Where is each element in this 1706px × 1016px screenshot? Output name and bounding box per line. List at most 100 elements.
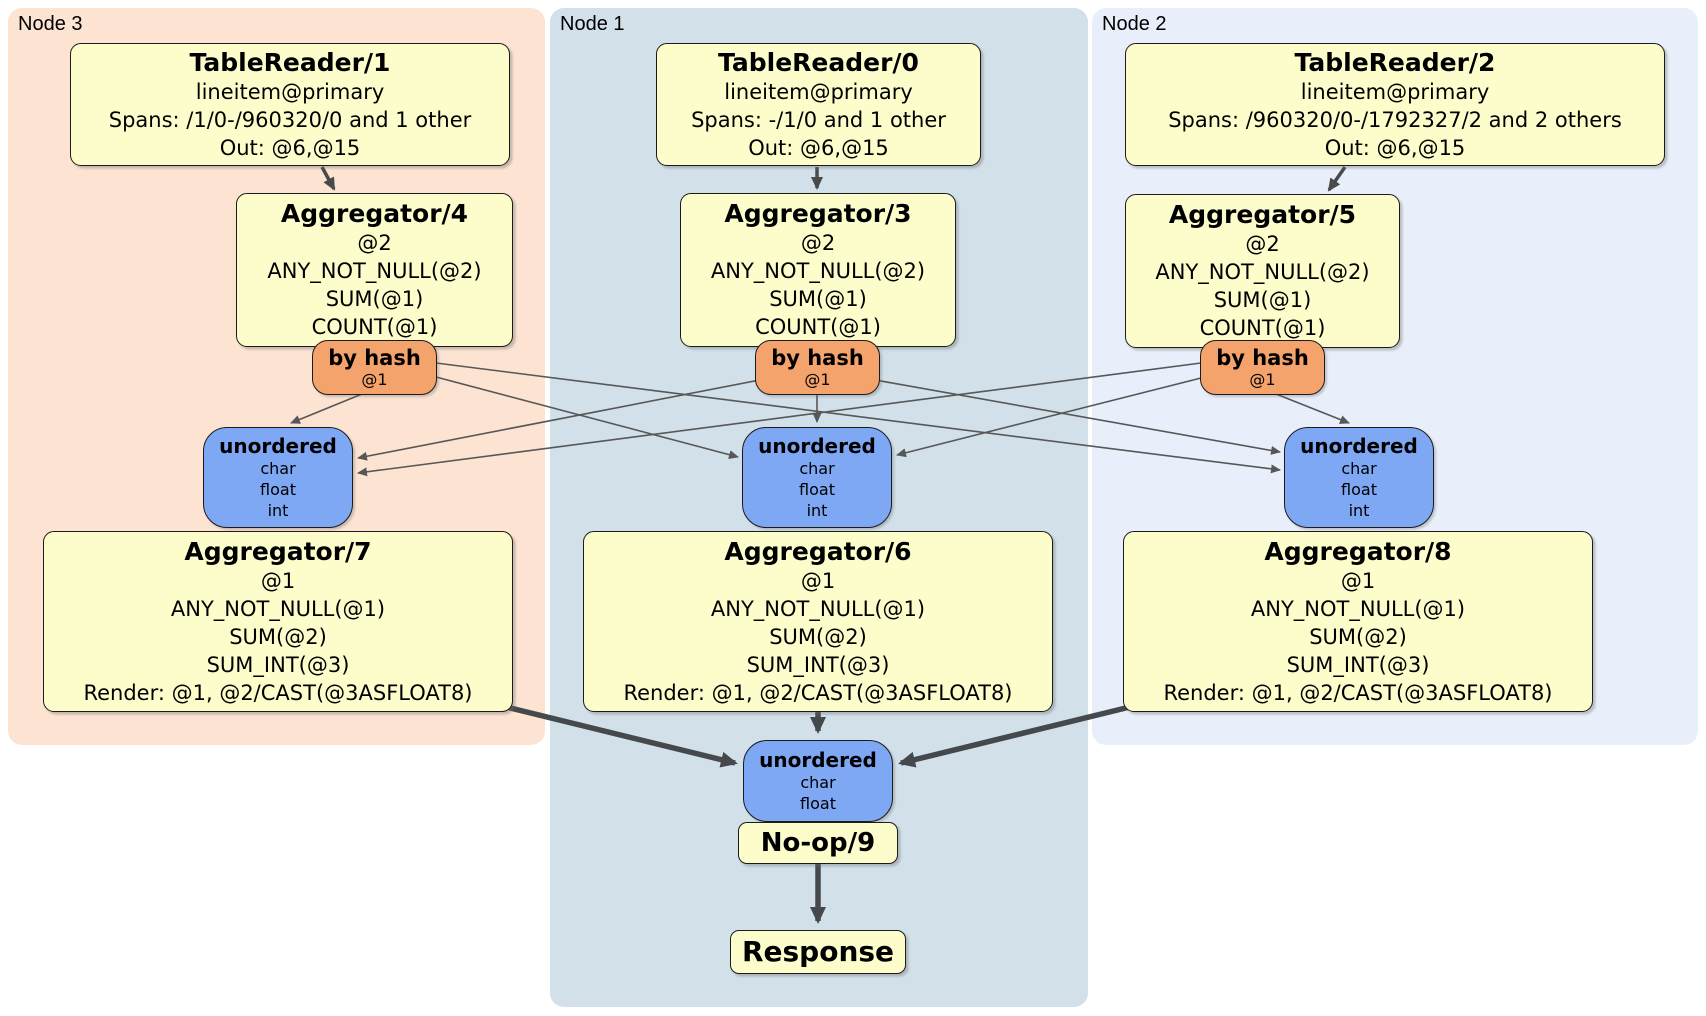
router-line: @1: [804, 370, 831, 389]
unordered-sync-node2: unordered char float int: [1284, 427, 1434, 528]
router-line: @1: [1249, 370, 1276, 389]
box-line: ANY_NOT_NULL(@2): [1155, 260, 1370, 284]
edge-hash2-sync3: [357, 362, 1202, 477]
sync-title: unordered: [219, 434, 337, 458]
edge-tr2-agg5: [1327, 166, 1347, 192]
sync-line: char: [260, 459, 296, 478]
edge-hash2-sync1: [896, 377, 1202, 458]
aggregator-5-box: Aggregator/5 @2 ANY_NOT_NULL(@2) SUM(@1)…: [1125, 194, 1400, 348]
box-line: COUNT(@1): [1199, 316, 1326, 340]
edge-hash2-sync2: [1275, 393, 1350, 424]
sync-line: float: [260, 480, 296, 499]
panel-node1-label: Node 1: [560, 13, 625, 35]
aggregator-8-box: Aggregator/8 @1 ANY_NOT_NULL(@1) SUM(@2)…: [1123, 531, 1593, 712]
box-line: Spans: /1/0-/960320/0 and 1 other: [108, 107, 472, 132]
box-line: Render: @1, @2/CAST(@3ASFLOAT8): [1163, 680, 1553, 705]
hash-router-node1: by hash @1: [755, 340, 880, 395]
box-line: SUM_INT(@3): [1286, 652, 1430, 677]
aggregator-6-box: Aggregator/6 @1 ANY_NOT_NULL(@1) SUM(@2)…: [583, 531, 1053, 712]
box-line: @1: [1340, 568, 1376, 593]
box-line: SUM(@2): [769, 624, 867, 649]
box-title: Aggregator/8: [1264, 536, 1452, 566]
box-line: @2: [1245, 232, 1280, 256]
aggregator-7-box: Aggregator/7 @1 ANY_NOT_NULL(@1) SUM(@2)…: [43, 531, 513, 712]
box-title: Aggregator/6: [724, 536, 912, 566]
box-title: Aggregator/3: [724, 199, 912, 228]
box-line: @2: [357, 231, 392, 255]
box-line: ANY_NOT_NULL(@2): [710, 259, 926, 283]
box-line: lineitem@primary: [195, 79, 385, 104]
box-line: Render: @1, @2/CAST(@3ASFLOAT8): [83, 680, 473, 705]
response-box: Response: [730, 930, 906, 974]
box-line: SUM(@2): [229, 624, 327, 649]
box-line: SUM(@2): [1309, 624, 1407, 649]
box-title: No-op/9: [760, 828, 876, 858]
unordered-sync-node3: unordered char float int: [203, 427, 353, 528]
panel-node3-label: Node 3: [18, 13, 83, 35]
sync-line: int: [1348, 501, 1370, 520]
box-title: Aggregator/7: [184, 536, 372, 566]
sync-line: float: [799, 480, 835, 499]
sync-line: float: [800, 794, 836, 813]
edge-hash3-sync1: [435, 376, 739, 460]
box-line: Out: @6,@15: [748, 135, 889, 160]
box-line: SUM(@1): [325, 287, 424, 311]
hash-router-node2: by hash @1: [1200, 340, 1325, 395]
box-title: TableReader/1: [189, 47, 391, 77]
edge-hash3-sync2: [435, 362, 1281, 474]
box-title: TableReader/0: [718, 47, 919, 77]
box-line: lineitem@primary: [1300, 79, 1490, 104]
panel-node2-label: Node 2: [1102, 13, 1167, 35]
box-title: Aggregator/5: [1168, 200, 1357, 229]
unordered-sync-output: unordered char float: [743, 740, 893, 822]
box-line: Out: @6,@15: [1324, 135, 1466, 160]
box-line: SUM_INT(@3): [206, 652, 350, 677]
aggregator-4-box: Aggregator/4 @2 ANY_NOT_NULL(@2) SUM(@1)…: [236, 193, 513, 347]
sync-title: unordered: [759, 748, 877, 772]
box-line: Spans: -/1/0 and 1 other: [691, 107, 946, 132]
box-line: ANY_NOT_NULL(@1): [170, 596, 386, 621]
edge-agg8-outsync: [898, 702, 1139, 768]
box-title: TableReader/2: [1294, 47, 1496, 77]
box-line: @2: [800, 231, 836, 255]
box-line: lineitem@primary: [724, 79, 913, 104]
noop-box: No-op/9: [738, 822, 898, 864]
hash-router-node3: by hash @1: [312, 340, 437, 395]
box-line: Render: @1, @2/CAST(@3ASFLOAT8): [623, 680, 1013, 705]
router-title: by hash: [771, 346, 864, 370]
sync-title: unordered: [1300, 434, 1418, 458]
box-line: SUM_INT(@3): [746, 652, 890, 677]
box-line: ANY_NOT_NULL(@1): [1250, 596, 1466, 621]
edge-hash3-sync3: [290, 393, 363, 424]
box-line: SUM(@1): [769, 287, 867, 311]
box-line: COUNT(@1): [311, 315, 438, 339]
table-reader-0-box: TableReader/0 lineitem@primary Spans: -/…: [656, 43, 981, 166]
sync-title: unordered: [758, 434, 876, 458]
router-title: by hash: [328, 346, 421, 370]
edge-tr1-agg4: [320, 166, 336, 191]
box-line: @1: [260, 568, 296, 593]
sync-line: char: [800, 773, 836, 792]
box-line: Out: @6,@15: [219, 135, 361, 160]
box-line: COUNT(@1): [755, 315, 881, 339]
box-title: Response: [741, 935, 895, 968]
edge-agg7-outsync: [497, 702, 738, 768]
table-reader-2-box: TableReader/2 lineitem@primary Spans: /9…: [1125, 43, 1665, 166]
box-title: Aggregator/4: [280, 199, 469, 228]
edge-hash1-sync3: [357, 377, 771, 461]
sync-line: float: [1341, 480, 1377, 499]
box-line: @1: [800, 568, 836, 593]
box-line: ANY_NOT_NULL(@1): [710, 596, 926, 621]
table-reader-1-box: TableReader/1 lineitem@primary Spans: /1…: [70, 43, 510, 166]
sync-line: char: [799, 459, 835, 478]
box-line: SUM(@1): [1213, 288, 1312, 312]
box-line: ANY_NOT_NULL(@2): [267, 259, 482, 283]
sync-line: char: [1341, 459, 1377, 478]
box-line: Spans: /960320/0-/1792327/2 and 2 others: [1168, 107, 1622, 132]
aggregator-3-box: Aggregator/3 @2 ANY_NOT_NULL(@2) SUM(@1)…: [680, 193, 956, 347]
sync-line: int: [267, 501, 289, 520]
sync-line: int: [806, 501, 828, 520]
edge-hash1-sync2: [863, 377, 1281, 455]
